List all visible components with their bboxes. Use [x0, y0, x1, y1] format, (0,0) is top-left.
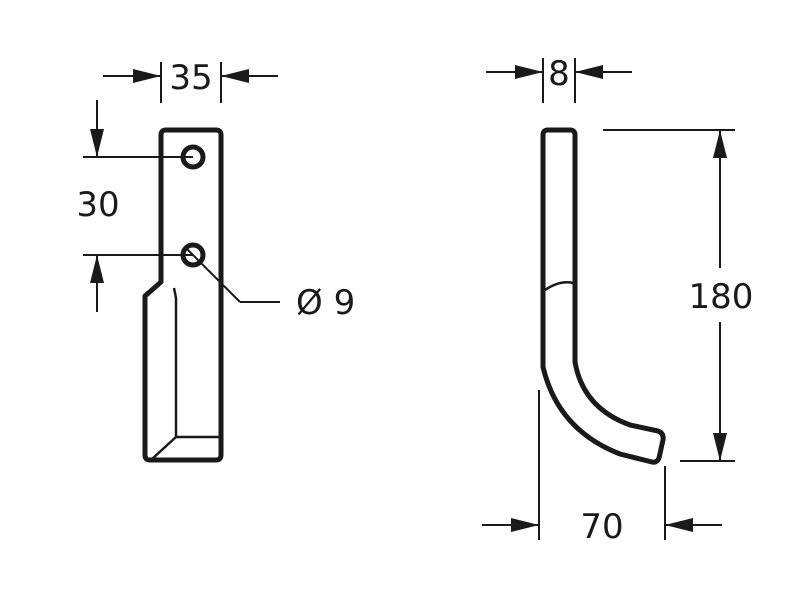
arrowhead	[575, 65, 603, 79]
side-view: 8 180 70	[482, 54, 753, 547]
front-view-bevel-corner	[151, 436, 177, 460]
height-label: 180	[689, 277, 754, 317]
side-view-blade-outline	[540, 127, 666, 465]
width-dimension-label: 35	[169, 58, 212, 98]
thickness-dimension: 8	[486, 54, 632, 103]
arrowhead	[90, 129, 104, 157]
width-dimension: 35	[103, 58, 278, 103]
arrowhead	[713, 130, 727, 158]
height-dimension: 180	[603, 129, 754, 462]
front-view: 35 30 Ø 9	[76, 58, 355, 463]
hole-diameter-label: Ø 9	[296, 283, 355, 323]
arrowhead	[665, 518, 693, 532]
side-view-bevel-curve	[544, 281, 574, 292]
front-view-bevel-line	[172, 287, 220, 439]
thickness-label: 8	[548, 54, 570, 94]
front-view-blade-outline	[142, 127, 224, 463]
arrowhead	[133, 69, 161, 83]
arrowhead	[221, 69, 249, 83]
offset-label: 70	[580, 507, 623, 547]
arrowhead	[90, 255, 104, 283]
arrowhead	[713, 433, 727, 461]
hole-spacing-dimension: 30	[76, 100, 193, 312]
offset-dimension: 70	[482, 390, 722, 547]
arrowhead	[511, 518, 539, 532]
hole-spacing-label: 30	[76, 185, 119, 225]
hole-diameter-callout: Ø 9	[185, 247, 355, 323]
arrowhead	[515, 65, 543, 79]
